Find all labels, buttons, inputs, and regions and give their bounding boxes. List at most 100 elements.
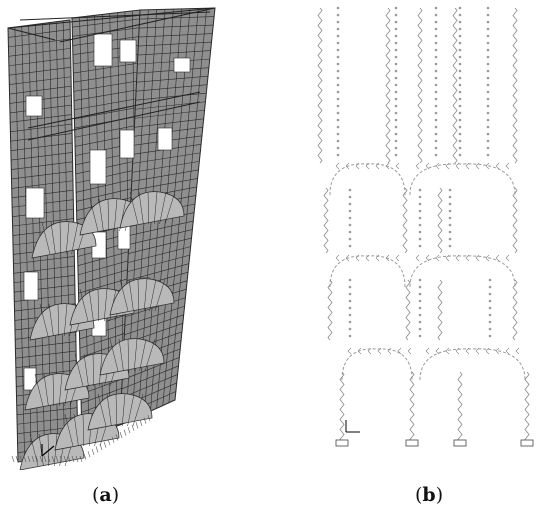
base-support bbox=[31, 455, 35, 463]
spring-column bbox=[417, 7, 423, 164]
mesh-line-horizontal bbox=[128, 229, 193, 245]
vault-mesh-line bbox=[58, 373, 63, 407]
spring-pier bbox=[339, 371, 345, 443]
spring-pier bbox=[437, 187, 443, 254]
dotted-column bbox=[458, 97, 462, 101]
mesh-line-horizontal bbox=[121, 365, 179, 390]
base-support bbox=[27, 455, 31, 463]
vault-mesh-line bbox=[159, 191, 167, 225]
dotted-pier bbox=[448, 223, 452, 227]
dotted-pier bbox=[448, 244, 452, 248]
arch-spring-mark bbox=[395, 254, 400, 262]
mesh-line-horizontal bbox=[74, 124, 142, 138]
dotted-column bbox=[394, 62, 398, 66]
dotted-column bbox=[394, 20, 398, 24]
spring-pier bbox=[524, 371, 530, 443]
dotted-column bbox=[486, 48, 490, 52]
arch-spring-mark bbox=[425, 162, 430, 170]
dotted-pier bbox=[348, 237, 352, 241]
dotted-pier bbox=[448, 195, 452, 199]
mesh-line-horizontal bbox=[138, 33, 213, 38]
panel-b-frame-model bbox=[290, 0, 550, 470]
dotted-column bbox=[336, 55, 340, 59]
dotted-column bbox=[458, 41, 462, 45]
arch-spring-mark bbox=[425, 254, 430, 262]
dotted-column bbox=[486, 13, 490, 17]
vault-mesh-line bbox=[127, 338, 130, 372]
mesh-line-horizontal bbox=[13, 256, 75, 265]
dotted-column bbox=[458, 20, 462, 24]
dotted-column bbox=[458, 55, 462, 59]
foundation-support bbox=[335, 439, 349, 447]
dotted-pier bbox=[418, 327, 422, 331]
vault-dome bbox=[109, 278, 175, 316]
window-opening bbox=[25, 95, 43, 117]
dotted-column bbox=[394, 118, 398, 122]
dotted-pier bbox=[488, 285, 492, 289]
base-support bbox=[23, 455, 27, 463]
base-support bbox=[39, 455, 43, 463]
dotted-pier bbox=[448, 237, 452, 241]
dotted-column bbox=[394, 132, 398, 136]
vault-mesh-line bbox=[97, 393, 107, 427]
dotted-column bbox=[394, 34, 398, 38]
dotted-column bbox=[434, 13, 438, 17]
arch-spring-mark bbox=[345, 162, 350, 170]
vault-mesh-line bbox=[39, 303, 49, 337]
arch-spring-mark bbox=[385, 162, 390, 170]
dotted-column bbox=[336, 111, 340, 115]
mesh-line-horizontal bbox=[8, 48, 71, 57]
window-opening bbox=[23, 271, 39, 301]
dotted-column bbox=[336, 62, 340, 66]
arch-spring-mark bbox=[347, 347, 352, 355]
dotted-pier bbox=[418, 292, 422, 296]
dotted-pier bbox=[348, 285, 352, 289]
base-support bbox=[11, 455, 15, 463]
spring-column bbox=[512, 7, 518, 164]
arch-spring-mark bbox=[445, 254, 450, 262]
vault-mesh-line bbox=[164, 191, 176, 225]
vault-mesh-line bbox=[138, 191, 144, 225]
dotted-pier bbox=[418, 278, 422, 282]
dotted-column bbox=[336, 69, 340, 73]
dotted-column bbox=[394, 48, 398, 52]
dotted-column bbox=[486, 41, 490, 45]
vault-mesh-line bbox=[147, 191, 150, 225]
vault-mesh-line bbox=[118, 338, 124, 372]
dotted-pier bbox=[348, 278, 352, 282]
arch-spring-mark bbox=[425, 347, 430, 355]
base-support bbox=[107, 439, 111, 446]
mesh-line-horizontal bbox=[73, 71, 141, 83]
mesh-line-horizontal bbox=[129, 220, 194, 236]
dotted-pier bbox=[418, 209, 422, 213]
arch-spring-mark bbox=[435, 162, 440, 170]
dotted-column bbox=[458, 146, 462, 150]
vault-mesh-line bbox=[89, 198, 99, 232]
base-support bbox=[115, 434, 119, 441]
arch-spring-mark bbox=[465, 162, 470, 170]
arch-spring-mark bbox=[495, 347, 500, 355]
vault-mesh-line bbox=[144, 338, 156, 372]
window-opening bbox=[25, 187, 45, 219]
dotted-column bbox=[434, 6, 438, 10]
dotted-column bbox=[336, 146, 340, 150]
dotted-column bbox=[486, 104, 490, 108]
base-support bbox=[91, 448, 95, 455]
vault-mesh-line bbox=[153, 191, 158, 225]
dotted-column bbox=[434, 90, 438, 94]
mesh-line-horizontal bbox=[124, 314, 184, 336]
mesh-line-horizontal bbox=[134, 118, 204, 128]
dotted-column bbox=[394, 146, 398, 150]
mesh-line-horizontal bbox=[15, 360, 77, 368]
mesh-line-horizontal bbox=[75, 168, 143, 184]
dotted-column bbox=[336, 125, 340, 129]
mesh-line-horizontal bbox=[9, 66, 71, 76]
dotted-pier bbox=[418, 188, 422, 192]
dotted-pier bbox=[348, 230, 352, 234]
vault-mesh-line bbox=[71, 221, 79, 255]
arch-spring-mark bbox=[465, 347, 470, 355]
dotted-pier bbox=[488, 327, 492, 331]
vault-mesh-line bbox=[133, 338, 138, 372]
mesh-line-horizontal bbox=[132, 152, 201, 164]
floor-beam-line bbox=[7, 27, 56, 41]
